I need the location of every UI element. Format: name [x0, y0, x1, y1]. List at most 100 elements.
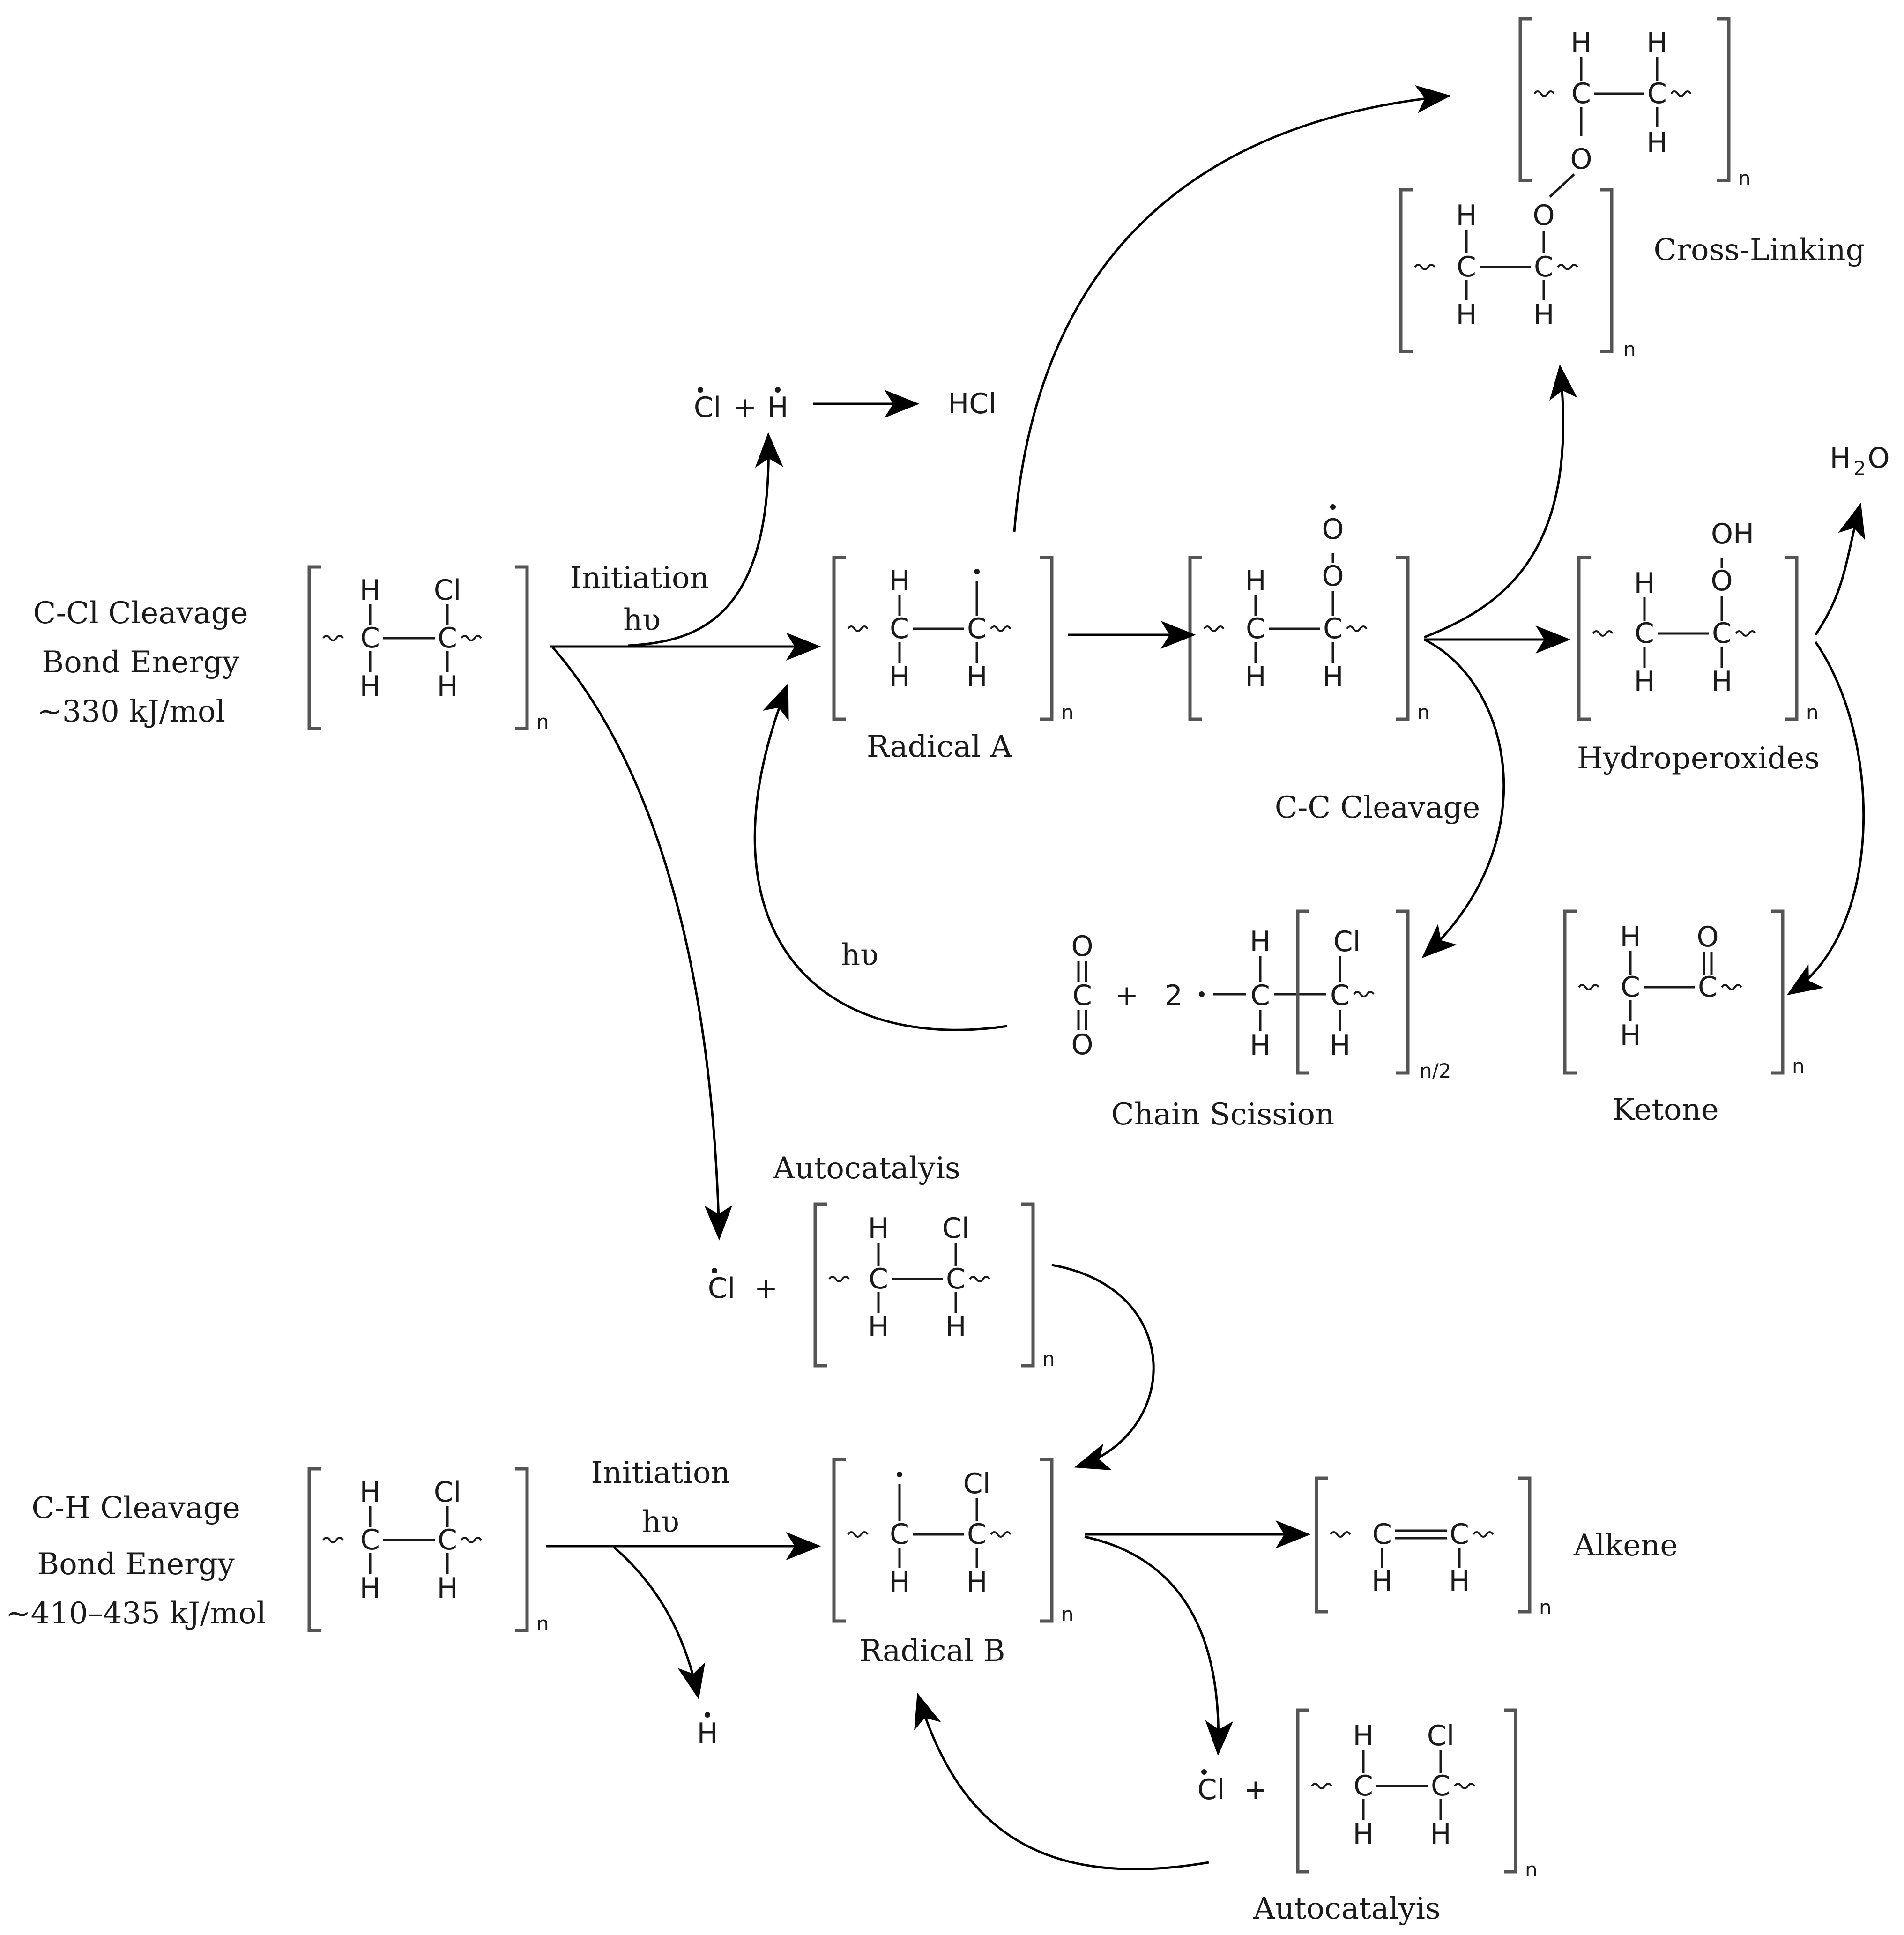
hcl-product: HCl	[948, 387, 997, 420]
ch-cleavage-label: C-H Cleavage Bond Energy ~410–435 kJ/mol	[6, 1491, 266, 1631]
repeat-n: n	[1623, 338, 1636, 361]
atom-h: H	[1353, 1719, 1374, 1752]
atom-c: C	[1246, 612, 1265, 645]
ch-cleavage-title: C-H Cleavage	[31, 1491, 240, 1526]
atom-h: H	[1322, 661, 1343, 693]
h-radical: H	[697, 1717, 718, 1750]
repeat-n: n	[1417, 701, 1430, 724]
atom-cl: Cl	[434, 1476, 461, 1509]
hv-label-bottom: hυ	[642, 1505, 679, 1540]
repeat-n: n	[1806, 701, 1819, 724]
repeat-n: n	[1061, 1603, 1074, 1626]
atom-c: C	[1647, 77, 1667, 110]
alkene-label: Alkene	[1573, 1528, 1678, 1563]
radical-b-label: Radical B	[859, 1634, 1005, 1668]
plus-sign: +	[1115, 979, 1138, 1012]
atom-h: H	[1353, 1818, 1374, 1851]
atom-h: H	[889, 1566, 910, 1599]
atom-h: H	[1250, 925, 1271, 958]
chain-scission-products: O C O + 2 C H H n/2 C Cl H	[1071, 909, 1451, 1082]
atom-h: H	[437, 670, 458, 703]
atom-h: H	[1245, 565, 1266, 597]
atom-c: C	[1330, 979, 1350, 1012]
repeat-n: n	[1792, 1055, 1805, 1078]
repeat-n: n	[536, 1612, 549, 1635]
radical-b-structure: n C C Cl H H	[832, 1458, 1074, 1626]
atom-c: C	[946, 1263, 966, 1295]
cc-cleavage-label: C-C Cleavage	[1275, 790, 1480, 825]
repeat-n: n	[1061, 701, 1074, 724]
atom-cl: Cl	[434, 574, 461, 607]
atom-h: H	[359, 670, 380, 703]
h-radical-product: H	[697, 1712, 718, 1750]
atom-cl: Cl	[1333, 925, 1361, 958]
atom-h: H	[1371, 1565, 1392, 1598]
repeat-n: n	[536, 710, 549, 733]
pvc-unit-bottom: n C C H Cl H H	[307, 1467, 549, 1635]
repeat-n: n	[1539, 1596, 1552, 1619]
arrow-to-crosslink	[1424, 364, 1577, 639]
atom-c: C	[1431, 1770, 1450, 1802]
atom-c: C	[1457, 251, 1476, 283]
atom-h: H	[889, 565, 910, 597]
atom-o: O	[1696, 921, 1718, 953]
atom-c: C	[1635, 617, 1654, 650]
atom-h: H	[966, 1566, 987, 1599]
atom-cl: Cl	[1427, 1719, 1455, 1752]
atom-o: O	[1711, 565, 1733, 597]
arrow-autocatalysis-loop-bottom	[914, 1692, 1209, 1870]
atom-c: C	[1571, 77, 1591, 110]
repeat-n: n	[1738, 167, 1751, 190]
initiation-label-bottom: Initiation	[591, 1456, 730, 1490]
cross-linking-label: Cross-Linking	[1653, 233, 1865, 268]
atom-c: C	[438, 1524, 457, 1556]
atom-c: C	[360, 1524, 380, 1556]
cl-radical: Cl	[694, 391, 721, 424]
atom-c: C	[1250, 979, 1270, 1012]
repeat-n: n	[1525, 1858, 1538, 1881]
ch-bond-energy-value: ~410–435 kJ/mol	[6, 1596, 266, 1631]
atom-o: O	[1570, 143, 1592, 176]
atom-c: C	[1372, 1518, 1392, 1551]
plus-sign: +	[733, 391, 757, 424]
atom-h: H	[1634, 567, 1655, 600]
atom-h: H	[1620, 921, 1641, 953]
atom-h: H	[889, 661, 910, 693]
atom-h: H	[359, 574, 380, 607]
arrow-to-ketone	[1786, 641, 1865, 996]
alkene-structure: n C C H H	[1315, 1476, 1552, 1619]
atom-h: H	[359, 1476, 380, 1509]
repeat-n: n	[1042, 1347, 1055, 1370]
atom-c: C	[1354, 1770, 1373, 1802]
arrow-to-autocatalysis	[552, 647, 733, 1241]
ch-bond-energy-label: Bond Energy	[37, 1547, 235, 1582]
atom-c: C	[438, 622, 457, 655]
atom-h: H	[1533, 298, 1554, 331]
atom-o: O	[1532, 199, 1554, 232]
atom-o: O	[1071, 1028, 1093, 1061]
atom-c: C	[890, 1518, 909, 1551]
atom-c: C	[1072, 979, 1092, 1012]
atom-h: H	[1570, 27, 1592, 60]
plus-sign: +	[1244, 1773, 1267, 1806]
pe-unit-top: n C C H Cl H H	[813, 1202, 1055, 1370]
atom-h: H	[1634, 665, 1655, 698]
atom-c: C	[1712, 617, 1732, 650]
ketone-structure: n C C H O H	[1563, 909, 1805, 1078]
atom-h: H	[1646, 127, 1667, 159]
atom-c: C	[890, 612, 909, 645]
arrow-to-hcl	[627, 432, 783, 647]
atom-c: C	[360, 622, 380, 655]
water-o: O	[1867, 442, 1889, 475]
arrow-hv-loop	[753, 683, 1008, 1031]
radical-a-structure: n C C H H H	[832, 556, 1074, 724]
atom-h: H	[1329, 1029, 1350, 1062]
atom-o: O	[1071, 930, 1093, 963]
h-radical: H	[767, 391, 788, 424]
atom-c: C	[967, 612, 987, 645]
atom-h: H	[1250, 1029, 1271, 1062]
atom-c: C	[967, 1518, 987, 1551]
radical-a-label: Radical A	[867, 729, 1012, 764]
atom-c: C	[869, 1263, 888, 1295]
